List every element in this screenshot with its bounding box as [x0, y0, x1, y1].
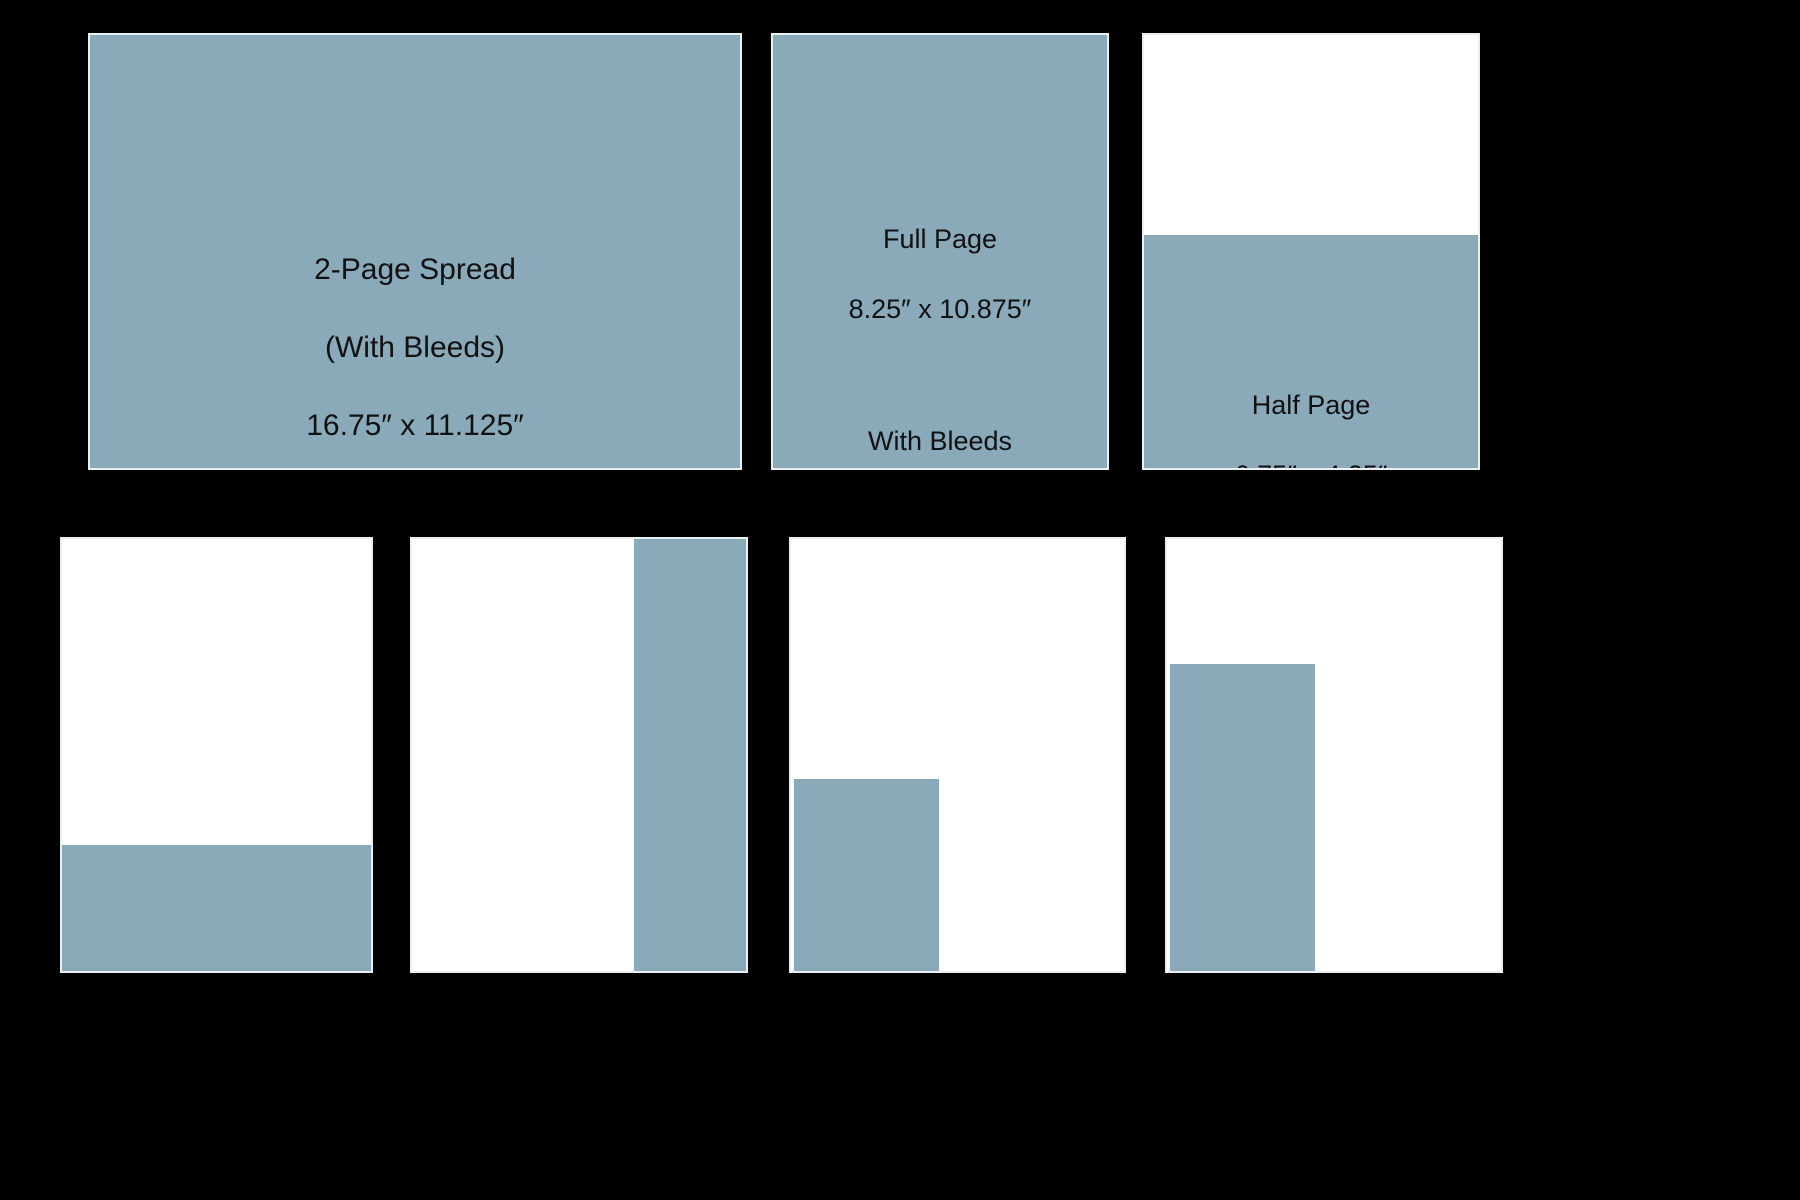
spread-fill-area [90, 35, 740, 468]
panel-full-page[interactable]: Full Page 8.25″ x 10.875″ With Bleeds 8.… [771, 33, 1109, 470]
one-third-vertical-fill-area [634, 539, 746, 971]
panel-one-quarter-page[interactable]: One-Quarter Page 3.38" x 4.75" [789, 537, 1126, 973]
panel-two-thirds-page[interactable]: Two-Thirds Page 4.5625" x 9.75" [1165, 537, 1503, 973]
half-page-fill-area [1144, 235, 1478, 468]
panel-half-page[interactable]: Half Page 6.75″ x 4.25″ [1142, 33, 1480, 470]
one-third-horizontal-fill-area [62, 845, 371, 971]
panel-one-third-page-horizontal[interactable]: One-Third Page Horizontal 6.75" x 3.1208… [60, 537, 373, 973]
one-quarter-fill-area [794, 779, 939, 971]
panel-two-page-spread[interactable]: 2-Page Spread (With Bleeds) 16.75″ x 11.… [88, 33, 742, 470]
full-page-fill-area [773, 35, 1107, 468]
two-thirds-fill-area [1170, 664, 1315, 971]
panel-one-third-page-vertical[interactable]: One-Third Page Vertical 2.256" x 11.1375… [410, 537, 748, 973]
